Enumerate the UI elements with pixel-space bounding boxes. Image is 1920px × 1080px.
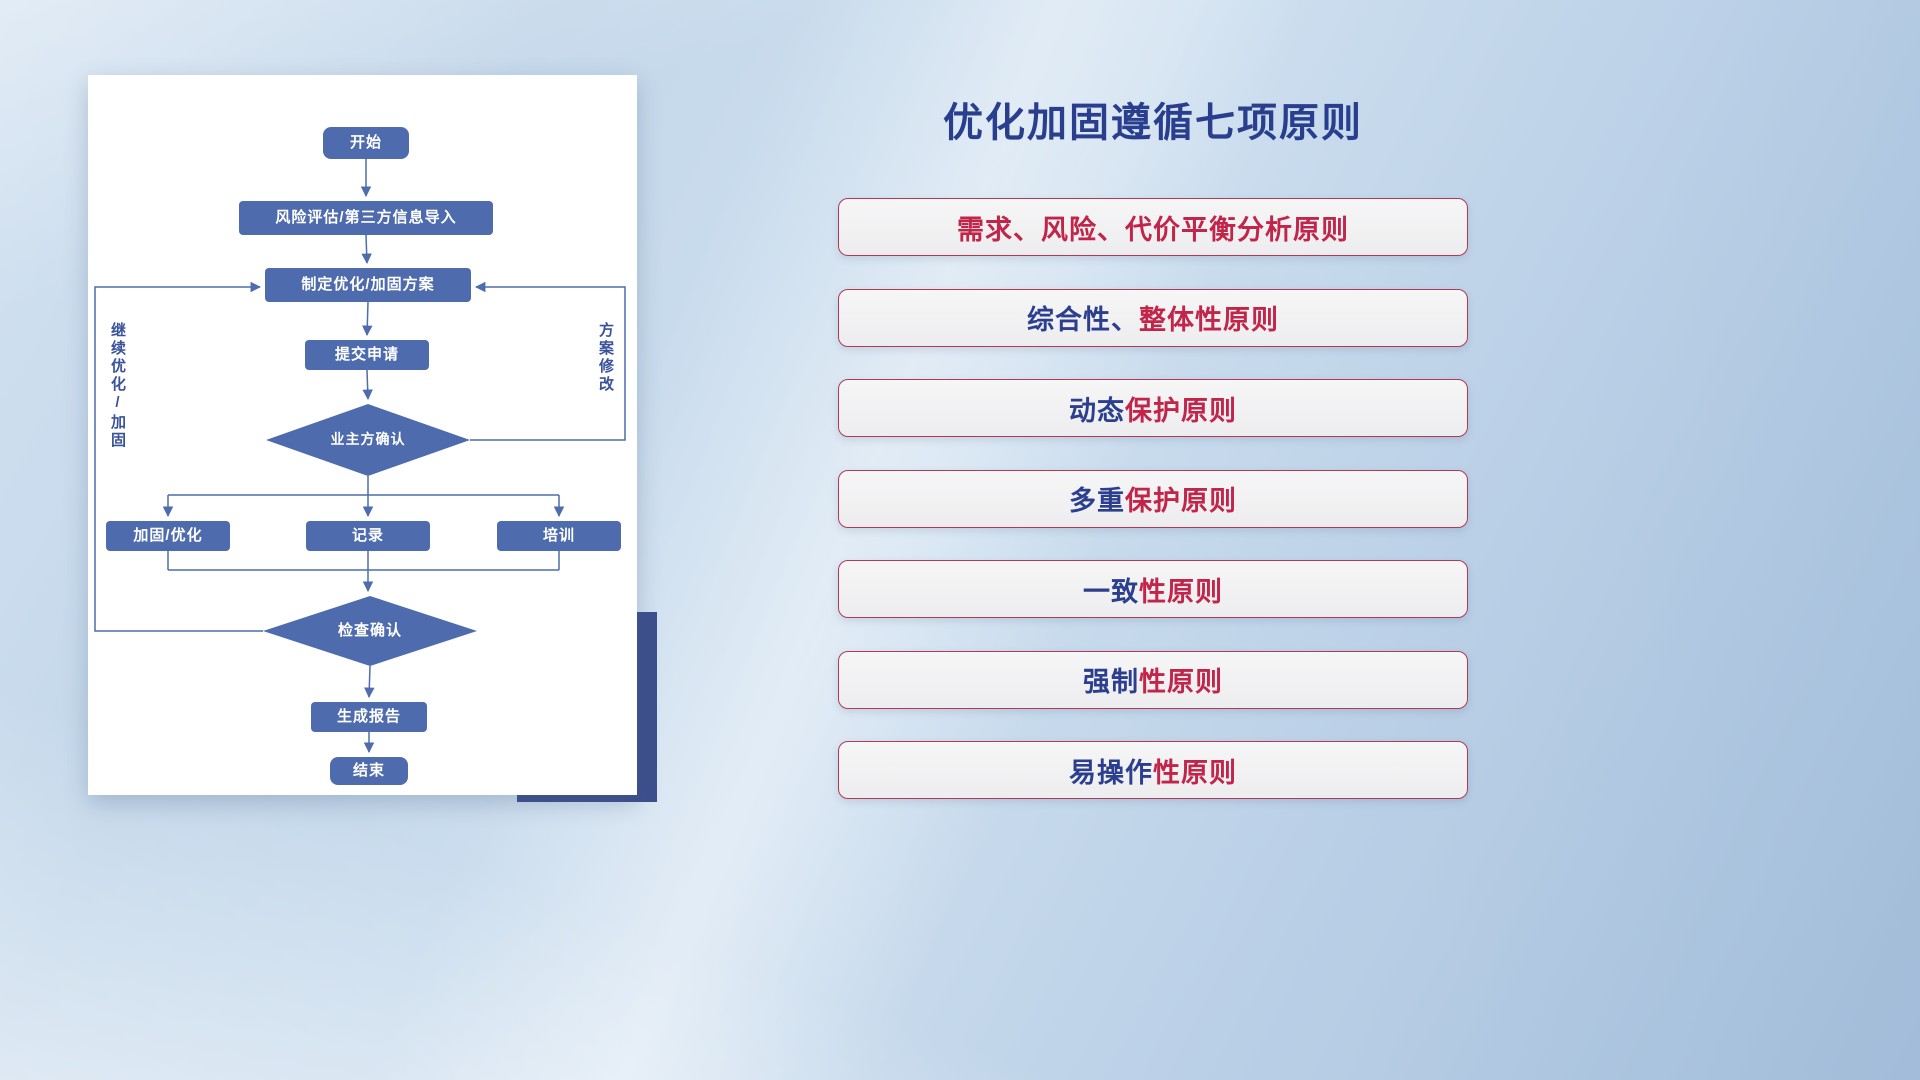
flowchart-card: 开始 风险评估/第三方信息导入 制定优化/加固方案 提交申请 业主方确认 加固/… (88, 75, 637, 795)
flow-node-submit-application: 提交申请 (305, 340, 429, 370)
principle-item-3: 动态保护原则 (838, 379, 1468, 437)
principle-item-2: 综合性、整体性原则 (838, 288, 1468, 347)
edge-label-continue-optimize: 继续优化/加固 (109, 322, 126, 450)
page-title: 优化加固遵循七项原则 (943, 101, 1363, 145)
principle-4-text-accent: 保护原则 (1125, 486, 1237, 516)
flow-node-training: 培训 (497, 521, 621, 551)
flow-node-make-plan: 制定优化/加固方案 (265, 268, 471, 302)
principle-item-5: 一致性原则 (838, 560, 1468, 618)
principle-item-1: 需求、风险、代价平衡分析原则 (838, 198, 1468, 256)
principle-6-text-accent: 性原则 (1139, 667, 1223, 697)
flow-node-generate-report: 生成报告 (311, 702, 427, 732)
principle-5-text-primary: 一致 (1083, 576, 1139, 607)
flow-node-risk-assessment: 风险评估/第三方信息导入 (239, 201, 493, 235)
edge-label-plan-modify: 方案修改 (597, 322, 614, 394)
principle-6-text-primary: 强制 (1083, 667, 1139, 697)
principle-item-7: 易操作性原则 (838, 741, 1468, 799)
principles-list: 需求、风险、代价平衡分析原则 综合性、整体性原则 动态保护原则 多重保护原则 一… (838, 198, 1468, 799)
principle-item-4: 多重保护原则 (838, 469, 1468, 528)
principle-4-text-primary: 多重 (1069, 486, 1125, 516)
flow-node-record: 记录 (306, 521, 430, 551)
principle-7-text-primary: 易操作 (1069, 757, 1153, 788)
principle-3-text-accent: 保护原则 (1125, 395, 1237, 426)
flow-node-end: 结束 (330, 757, 408, 785)
principle-2-text-accent: 整体性原则 (1139, 305, 1279, 335)
principle-5-text-accent: 性原则 (1139, 576, 1223, 607)
flow-node-start: 开始 (323, 127, 409, 159)
principle-3-text-primary: 动态 (1069, 395, 1125, 426)
principle-2-text-primary: 综合性、 (1027, 305, 1139, 335)
flow-node-reinforce-optimize: 加固/优化 (106, 521, 230, 551)
principle-7-text-accent: 性原则 (1153, 757, 1237, 788)
flow-connectors (94, 159, 626, 754)
principle-1-text-accent: 需求、风险、代价平衡分析原则 (957, 214, 1349, 245)
principle-item-6: 强制性原则 (838, 650, 1468, 709)
